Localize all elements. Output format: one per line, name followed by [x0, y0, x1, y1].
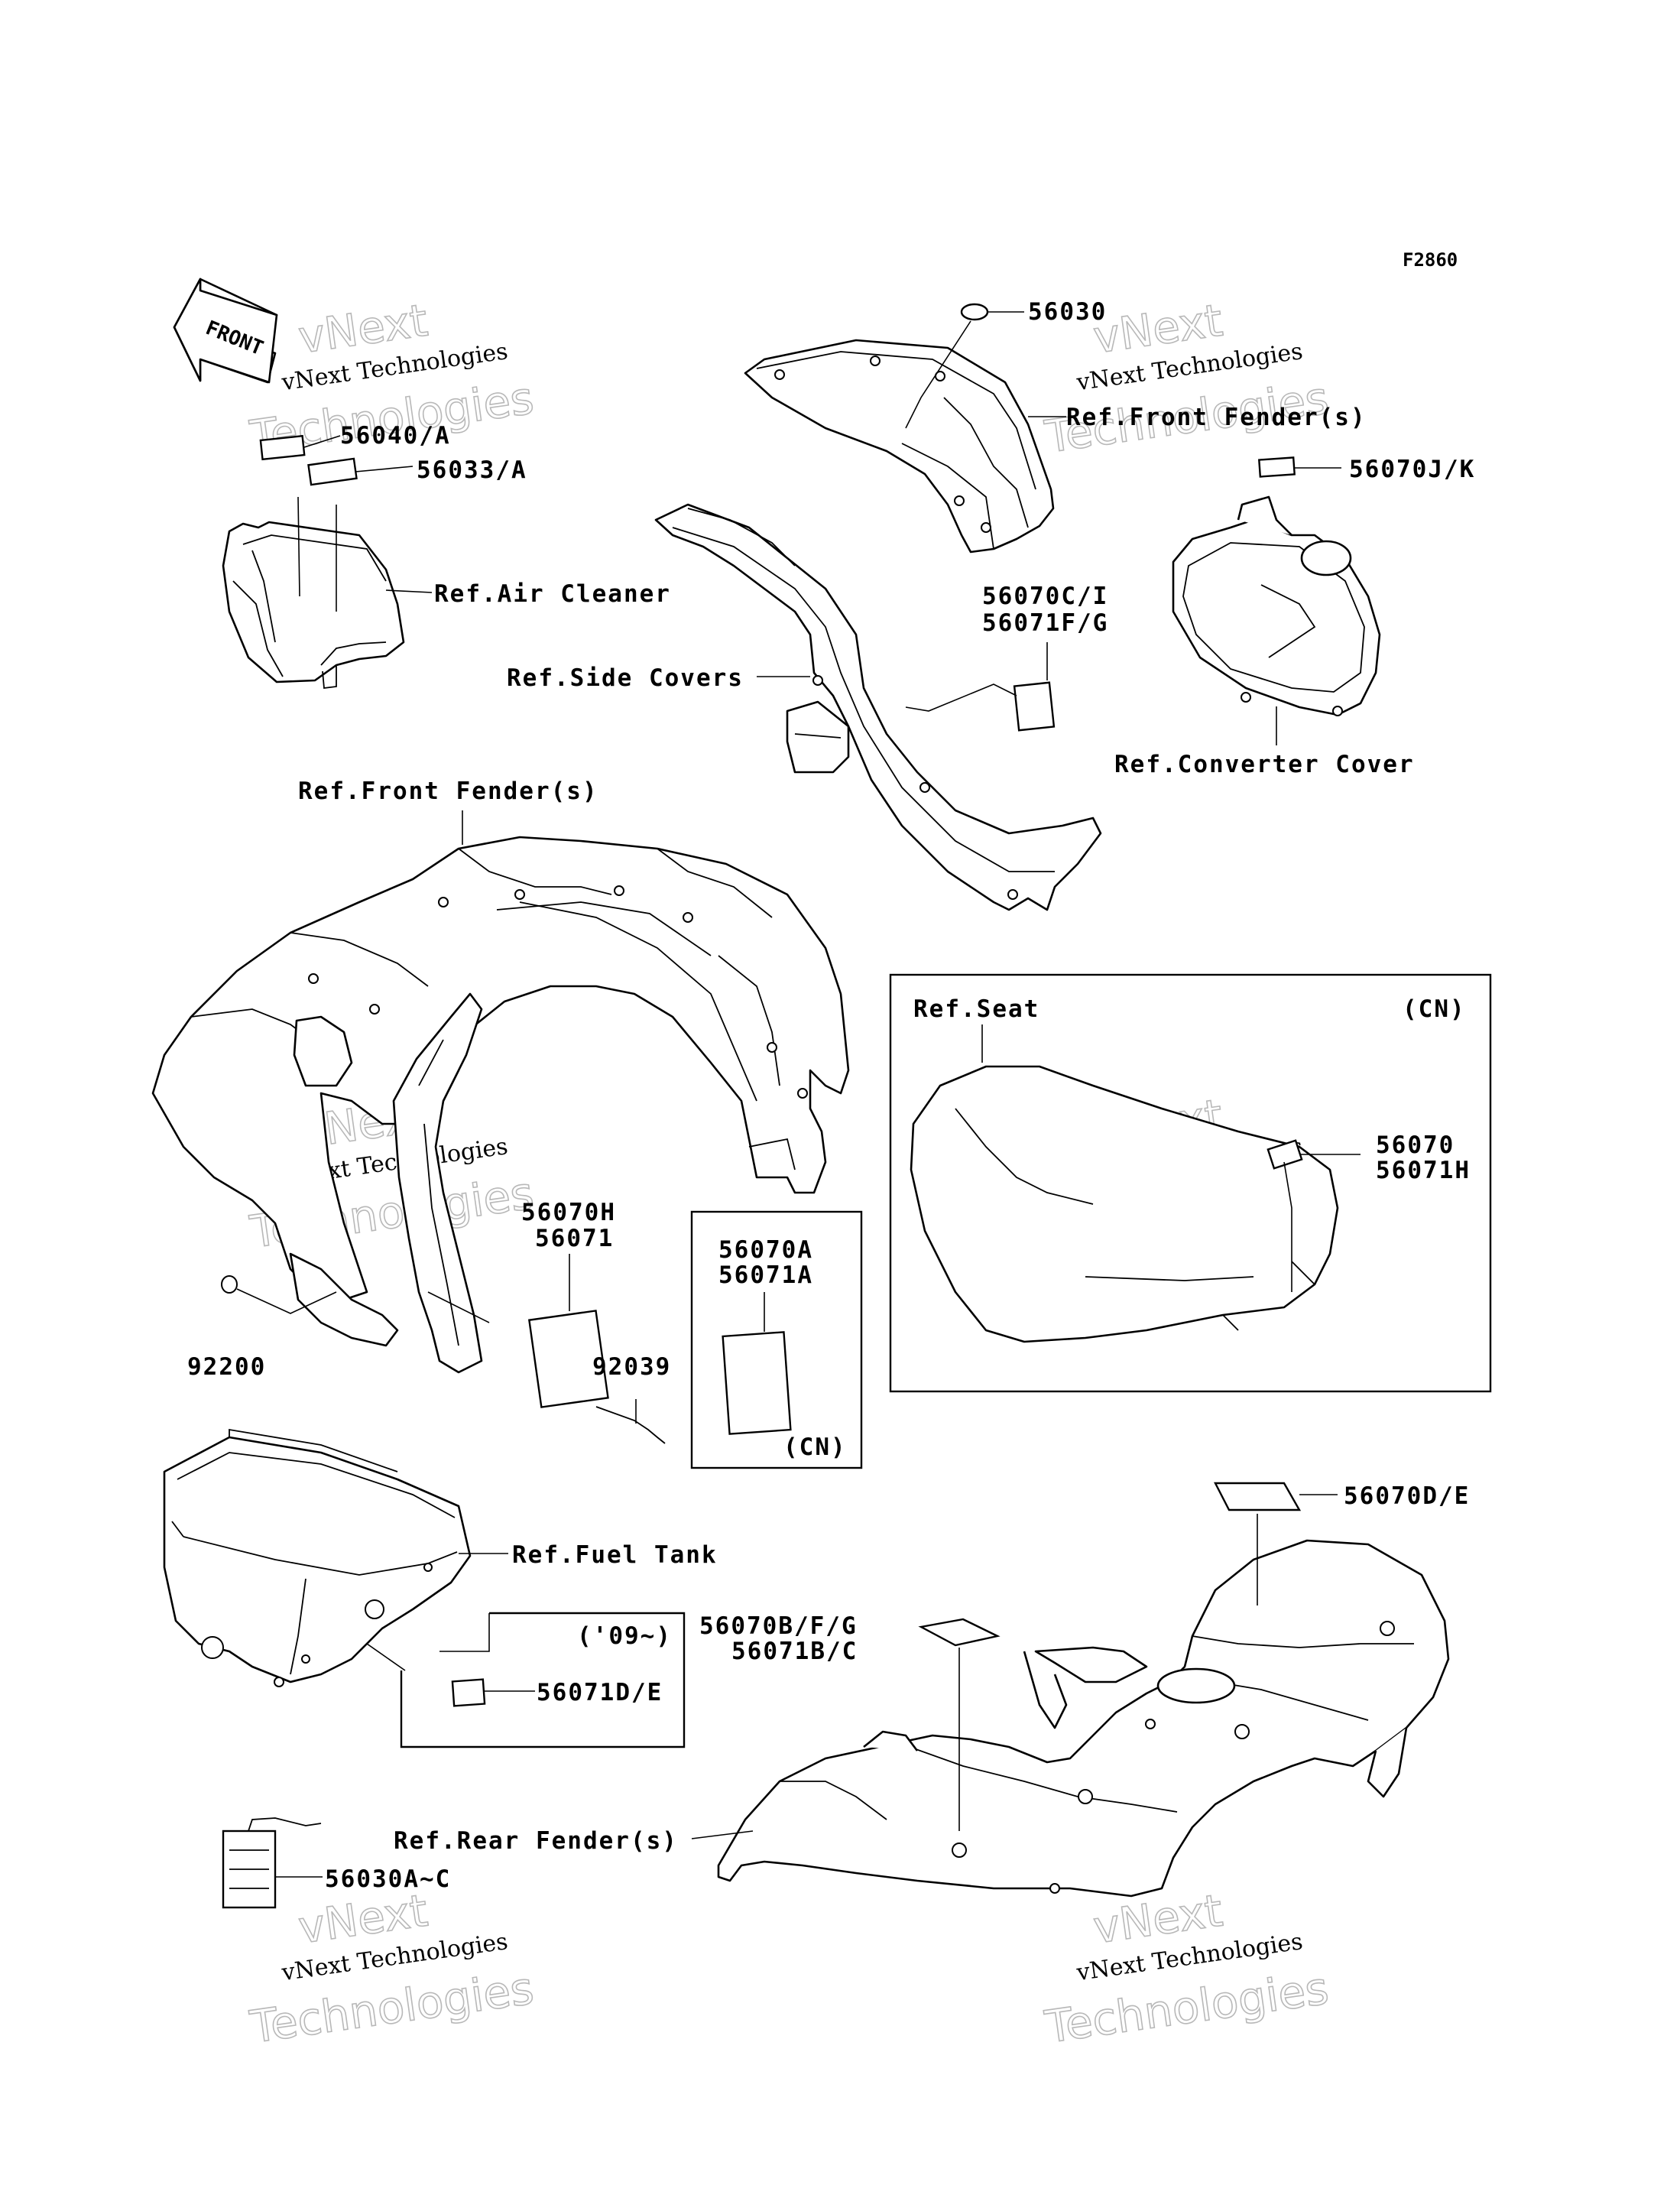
label-56071bc: 56071B/C — [731, 1638, 858, 1665]
leader-air-cleaner-a — [297, 496, 300, 597]
label-56070ci: 56070C/I — [982, 583, 1108, 610]
leader-air-cleaner — [385, 589, 433, 593]
label-cn-box: (CN) — [783, 1433, 847, 1461]
label-cn-seat: (CN) — [1403, 995, 1466, 1023]
label-56071de: 56071D/E — [537, 1679, 663, 1706]
decal-56070bfg — [918, 1618, 1001, 1647]
decal-56040 — [259, 434, 306, 461]
label-56071: 56071 — [535, 1225, 614, 1252]
label-56070jk: 56070J/K — [1349, 456, 1475, 483]
label-56071fg: 56071F/G — [982, 609, 1108, 637]
decal-56070a — [722, 1331, 792, 1435]
label-56030ac: 56030A~C — [325, 1865, 451, 1893]
decal-56070h — [528, 1310, 609, 1408]
leader-56071de-b — [366, 1643, 406, 1671]
front-fender-small-part — [744, 339, 1055, 554]
front-fender-large-part — [151, 836, 850, 1374]
label-56070bfg: 56070B/F/G — [699, 1612, 858, 1640]
decal-56070jk — [1258, 456, 1296, 478]
diagram-code: F2860 — [1403, 249, 1458, 271]
decal-56030 — [960, 303, 989, 321]
decal-56070ci — [1013, 681, 1056, 732]
watermark-bottom-left: vNext vNext Technologies Technologies — [246, 1884, 537, 2054]
label-ref-air-cleaner: Ref.Air Cleaner — [434, 580, 671, 608]
decal-56070de — [1214, 1482, 1302, 1511]
leader-rear-fender — [691, 1830, 754, 1839]
front-arrow-icon: FRONT — [173, 278, 278, 384]
leader-year-bracket — [439, 1613, 490, 1652]
leader-56040 — [303, 435, 341, 448]
label-92200: 92200 — [187, 1353, 266, 1381]
decal-56071de — [451, 1678, 486, 1707]
strap-92039 — [595, 1406, 666, 1444]
label-ref-side-covers: Ref.Side Covers — [507, 664, 744, 692]
tag-56030ac — [222, 1817, 322, 1909]
air-cleaner-part — [222, 521, 405, 690]
leader-56070ci-b — [905, 683, 1017, 712]
decal-56070-seat — [1266, 1139, 1303, 1170]
label-56070a: 56070A — [718, 1236, 813, 1264]
year-bracket-box — [400, 1612, 686, 1748]
seat-part — [910, 1065, 1339, 1343]
leader-56033 — [355, 466, 414, 472]
label-ref-converter-cover: Ref.Converter Cover — [1114, 751, 1415, 778]
label-ref-front-fender: Ref.Front Fender(s) — [298, 778, 598, 805]
label-56040a: 56040/A — [340, 422, 451, 450]
leader-92200 — [236, 1288, 337, 1314]
leader-56030-b — [905, 320, 971, 429]
label-92039: 92039 — [592, 1353, 671, 1381]
label-56070de: 56070D/E — [1344, 1482, 1470, 1510]
seat-cn-box — [889, 973, 1492, 1393]
fuel-tank-part — [163, 1428, 472, 1687]
converter-cover-part — [1172, 495, 1381, 716]
label-56030: 56030 — [1028, 298, 1107, 326]
watermark-bottom-right: vNext vNext Technologies Technologies — [1041, 1884, 1332, 2054]
label-56071h: 56071H — [1376, 1157, 1471, 1184]
label-ref-fuel-tank: Ref.Fuel Tank — [512, 1541, 718, 1569]
side-covers-part — [654, 503, 1102, 911]
leader-56070-seat-b — [1283, 1161, 1292, 1292]
label-56071a: 56071A — [718, 1261, 813, 1289]
rear-fender-part — [717, 1539, 1450, 1898]
label-56070: 56070 — [1376, 1131, 1455, 1159]
label-56070h: 56070H — [521, 1199, 616, 1226]
leader-56070h-b — [427, 1291, 490, 1323]
label-ref-rear-fender: Ref.Rear Fender(s) — [394, 1827, 678, 1855]
cn-decal-box — [690, 1210, 863, 1469]
label-ref-seat: Ref.Seat — [913, 995, 1039, 1023]
label-56033a: 56033/A — [417, 456, 527, 484]
label-year-09: ('09~) — [577, 1622, 672, 1650]
decal-56033 — [307, 457, 358, 486]
label-ref-front-fender-top: Ref.Front Fender(s) — [1066, 404, 1367, 431]
rivet-92200 — [221, 1275, 238, 1294]
